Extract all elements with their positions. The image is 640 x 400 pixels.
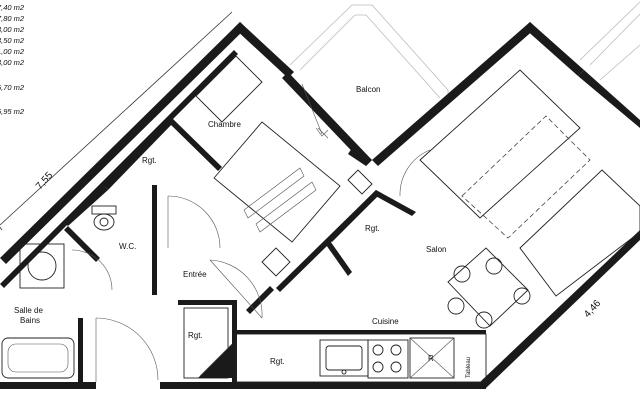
room-label-cuisine: Cuisine: [372, 317, 399, 326]
room-labels: Balcon Chambre Rgt. Rgt. W.C. Entrée Sal…: [14, 85, 472, 378]
room-label-wc: W.C.: [119, 242, 136, 251]
entree-storage-cabinet: [183, 307, 234, 379]
room-label-rgt-chambre: Rgt.: [142, 156, 157, 165]
room-label-salle-de-bains-line1: Salle de: [14, 306, 43, 315]
exterior-lines: [289, 1, 640, 100]
room-label-rgt-entree: Rgt.: [188, 331, 203, 340]
area-value-4: 3,50 m2: [0, 36, 25, 45]
area-value-8: 5,95 m2: [0, 107, 25, 116]
room-label-chambre: Chambre: [208, 120, 241, 129]
room-label-rgt-hall: Rgt.: [365, 224, 380, 233]
room-label-entree: Entrée: [183, 270, 207, 279]
fridge: [409, 337, 455, 379]
fridge-label: R: [428, 354, 434, 363]
area-legend: 7,40 m2 7,80 m2 3,00 m2 3,50 m2 1,00 m2 …: [0, 3, 25, 116]
interior-walls: [64, 118, 486, 382]
area-value-7: 5,70 m2: [0, 83, 25, 92]
bathtub: [1, 337, 75, 379]
door-swings: [71, 149, 431, 382]
area-value-3: 3,00 m2: [0, 25, 25, 34]
room-label-salon: Salon: [426, 245, 446, 254]
cooktop: [367, 339, 409, 379]
dimension-left-label: 7,55: [34, 170, 55, 192]
room-label-salle-de-bains-line2: Bains: [20, 316, 40, 325]
dining-table: [447, 247, 531, 329]
tableau-label: Tableau: [466, 357, 472, 378]
balcony-details: [301, 83, 329, 137]
room-label-balcon: Balcon: [356, 85, 380, 94]
bed: [213, 121, 373, 277]
area-value-2: 7,80 m2: [0, 14, 25, 23]
exterior-walls: [0, 22, 640, 389]
bathroom-sink: [19, 243, 65, 289]
room-label-rgt-cuisine: Rgt.: [270, 357, 285, 366]
sofa: [419, 69, 640, 297]
area-value-1: 7,40 m2: [0, 3, 25, 12]
toilet: [91, 205, 117, 231]
dimension-right-label: 4,46: [582, 298, 603, 320]
dimension-line-left: 7,55: [0, 11, 233, 231]
area-value-5: 1,00 m2: [0, 47, 25, 56]
wardrobe: [195, 55, 329, 139]
area-value-6: 3,00 m2: [0, 58, 25, 67]
